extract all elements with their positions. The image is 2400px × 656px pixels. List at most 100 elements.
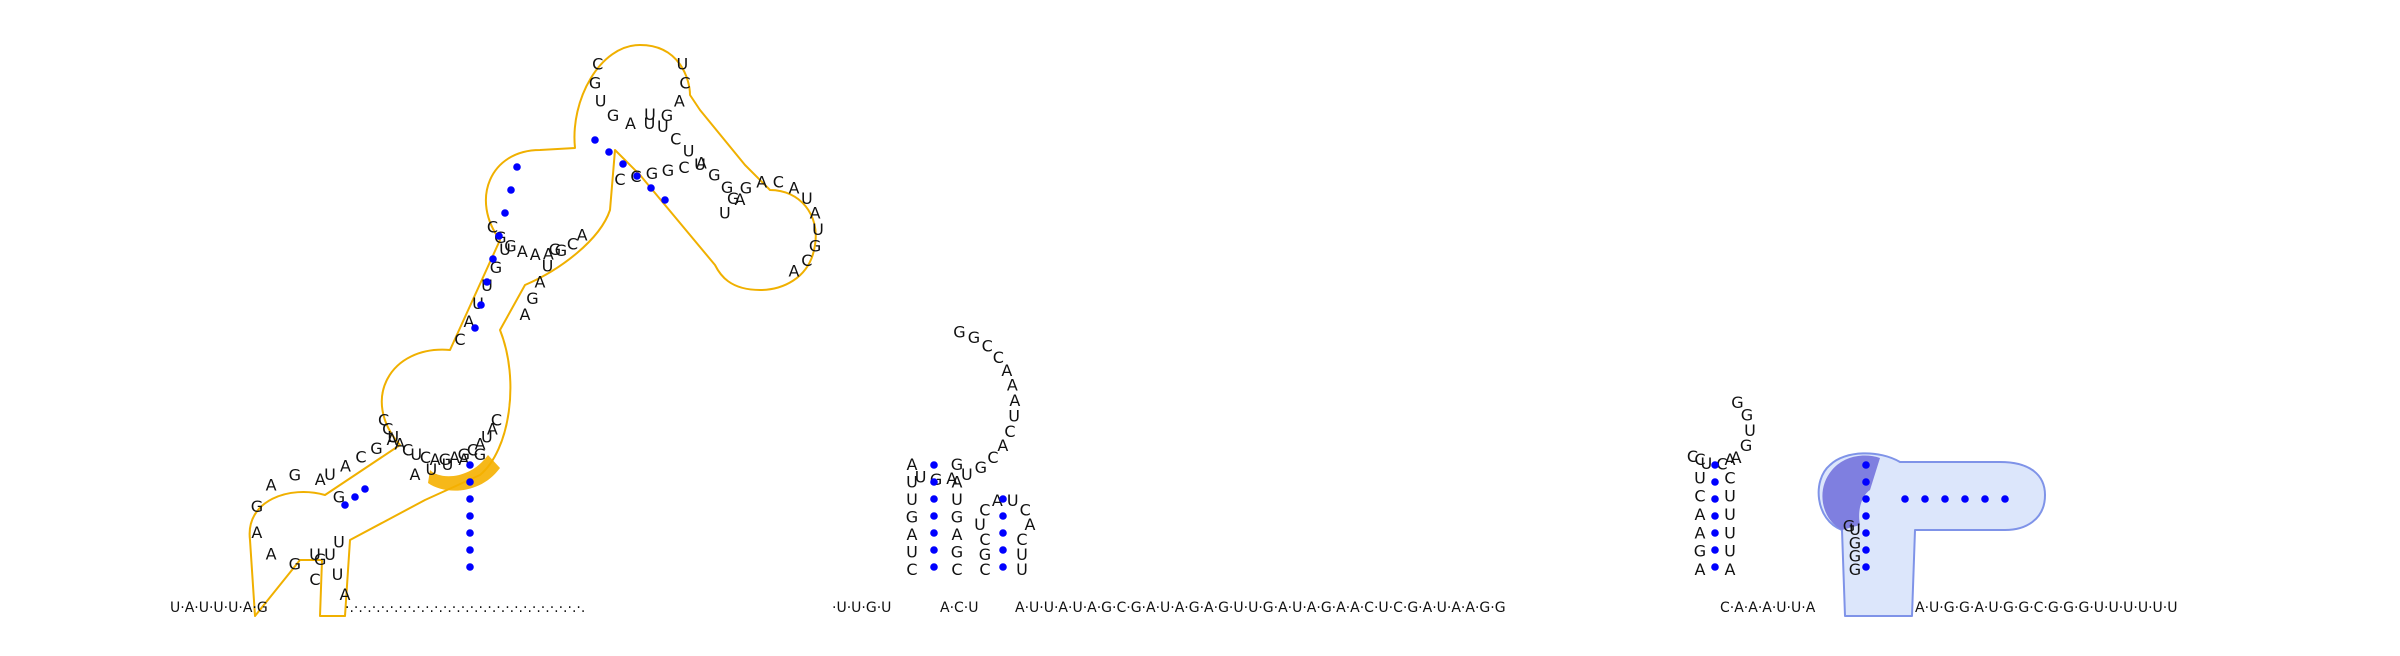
nucleotide-label: C [1004,422,1015,441]
nucleotide-label: G [314,550,326,569]
nucleotide-label: U [1724,505,1736,524]
nucleotide-label: A [464,312,475,331]
nucleotide-label: A [952,525,963,544]
nucleotide-label: G [661,106,673,125]
nucleotide-label: U [332,565,344,584]
base-pair-dot [930,478,938,486]
base-pair-dot [1711,529,1719,537]
nucleotide-label: G [1731,393,1743,412]
nucleotide-label: C [1020,500,1031,519]
nucleotide-label: G [740,178,752,197]
nucleotide-label: U [644,105,656,124]
nucleotide-label: A [410,465,421,484]
nucleotide-label: A [266,545,277,564]
nucleotide-label: C [309,570,320,589]
nucleotide-label: A [1725,560,1736,579]
base-pair-dot [619,160,627,168]
nucleotide-label: A [997,436,1008,455]
base-pair-dot [513,163,521,171]
nucleotide-label: A [1731,448,1742,467]
nucleotide-label: U [915,467,927,486]
nucleotide-label: G [333,488,345,507]
nucleotide-label: G [1740,436,1752,455]
nucleotide-label: A [577,225,588,244]
nucleotide-label: U [1724,523,1736,542]
nucleotide-label: C [1687,447,1698,466]
nucleotide-label: C [1694,487,1705,506]
base-pair-dot [930,563,938,571]
base-pair-dot [1921,495,1929,503]
nucleotide-label: C [670,129,681,148]
backbone-segment: ·.·.·.·.·.·.·.·.·.·.·.·.·.·.·.·.·.·.·.·.… [345,600,585,616]
nucleotide-label: A [1695,560,1706,579]
base-pair-dot [1711,512,1719,520]
nucleotide-label: C [1716,454,1727,473]
nucleotide-label: U [595,92,607,111]
nucleotide-label: C [679,74,690,93]
base-pair-dot [999,529,1007,537]
nucleotide-label: U [1016,545,1028,564]
nucleotide-label: U [951,490,963,509]
backbone-segment: A·U·U·A·U·A·G·C·G·A·U·A·G·A·G·U·U·G·A·U·… [1015,600,1506,616]
base-pair-dot [466,461,474,469]
nucleotide-label: G [646,164,658,183]
nucleotide-label: C [773,173,784,192]
base-pair-dot [930,512,938,520]
nucleotide-label: G [1694,542,1706,561]
nucleotide-label: U [961,465,973,484]
nucleotide-label: A [394,435,405,454]
nucleotide-label: G [968,328,980,347]
nucleotide-label: C [614,170,625,189]
domain1-outline [248,44,817,617]
base-pair-dot [471,324,479,332]
base-pair-dot [1711,478,1719,486]
nucleotide-label: A [789,262,800,281]
nucleotide-label: C [801,251,812,270]
base-pair-dot [1862,495,1870,503]
nucleotide-label: C [592,55,603,74]
nucleotide-label: U [1744,421,1756,440]
nucleotide-label: U [333,533,345,552]
nucleotide-label: U [442,455,454,474]
base-pair-dot [633,172,641,180]
base-pair-dot [466,529,474,537]
nucleotide-label: U [410,445,422,464]
base-pair-dot [2001,495,2009,503]
nucleotide-label: A [674,92,685,111]
nucleotide-label: A [517,242,528,261]
base-pair-dot [591,136,599,144]
nucleotide-label: G [1849,547,1861,566]
nucleotide-label: A [315,470,326,489]
nucleotide-label: G [951,455,963,474]
nucleotide-label: C [1724,468,1735,487]
nucleotide-label: G [1843,516,1855,535]
nucleotide-label: A [520,305,531,324]
nucleotide-label: C [382,419,393,438]
base-pair-dot [466,495,474,503]
nucleotide-label: G [721,178,733,197]
nucleotide-label: G [708,166,720,185]
nucleotide-label: U [676,55,688,74]
nucleotide-label: G [504,236,516,255]
base-pair-dot [999,495,1007,503]
nucleotide-label: G [251,497,263,516]
nucleotide-label: A [340,456,351,475]
nucleotide-label: U [1724,542,1736,561]
nucleotide-label: U [324,545,336,564]
nucleotide-label: U [1701,454,1713,473]
base-pair-dot [1961,495,1969,503]
nucleotide-label: G [474,445,486,464]
nucleotide-label: G [951,508,963,527]
nucleotide-label: A [756,173,767,192]
base-pair-dot [483,278,491,286]
base-pair-dot [507,186,515,194]
nucleotide-label: U [974,515,986,534]
nucleotide-label: C [678,158,689,177]
nucleotide-label: U [1016,560,1028,579]
nucleotide-label: A [458,450,469,469]
nucleotide-label: U [906,473,918,492]
nucleotide-label: G [458,445,470,464]
nucleotide-label: A [625,114,636,133]
nucleotide-label: G [555,241,567,260]
base-pair-dot [1711,495,1719,503]
